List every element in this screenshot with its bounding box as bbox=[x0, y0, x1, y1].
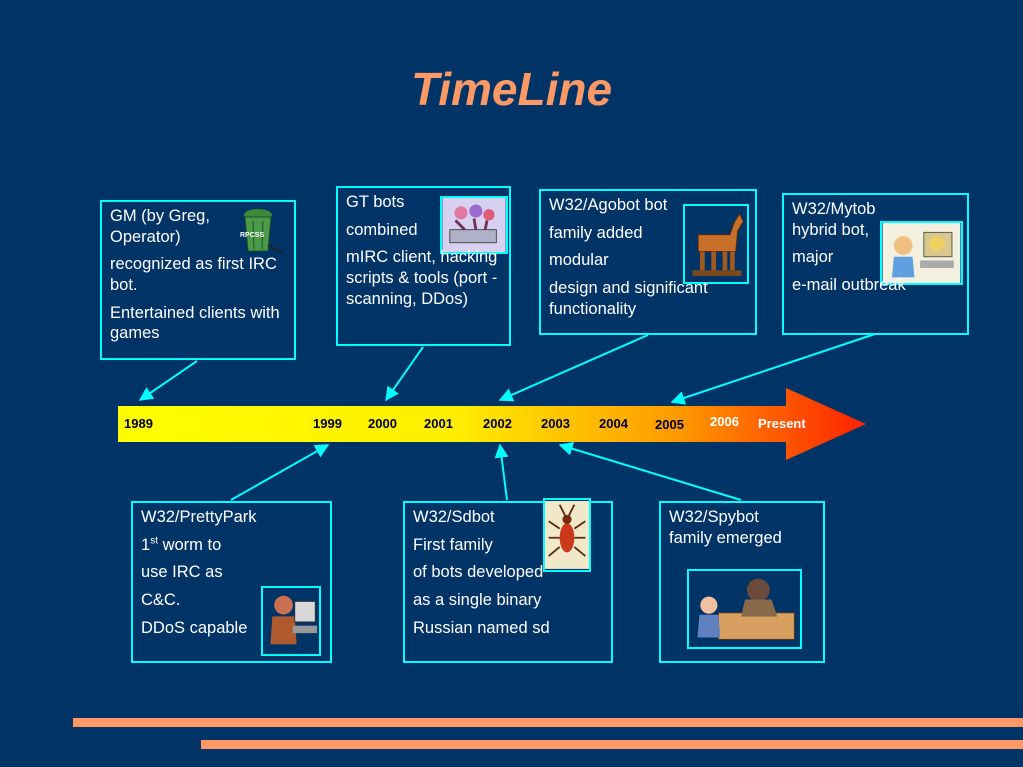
event-box-sdbot: W32/Sdbot First family of bots developed… bbox=[403, 501, 613, 663]
year-2004: 2004 bbox=[599, 416, 628, 431]
slide-title: TimeLine bbox=[410, 63, 613, 115]
trojan-horse-icon bbox=[683, 204, 749, 284]
event-text: W32/Mytob bbox=[792, 200, 876, 218]
event-box-agobot: W32/Agobot bot family added modular desi… bbox=[539, 189, 757, 335]
event-box-prettypark: W32/PrettyPark 1st worm to use IRC as C&… bbox=[131, 501, 332, 663]
event-text: W32/Sdbot bbox=[413, 508, 495, 526]
year-2002: 2002 bbox=[483, 416, 512, 431]
event-text: as a single binary bbox=[413, 590, 542, 609]
year-2005: 2005 bbox=[655, 417, 684, 432]
trash-can-icon bbox=[238, 205, 284, 255]
event-text: Russian named sd bbox=[413, 618, 550, 637]
timeline-arrow bbox=[118, 388, 866, 460]
event-text: 1st worm to bbox=[141, 535, 322, 556]
icon-label: RPCSS bbox=[240, 232, 265, 239]
event-box-gm: GM (by Greg, Operator) recognized as fir… bbox=[100, 200, 296, 360]
event-text: Operator) bbox=[110, 227, 181, 246]
event-text: C&C. bbox=[141, 590, 181, 609]
year-2003: 2003 bbox=[541, 416, 570, 431]
year-present: Present bbox=[758, 416, 806, 431]
monsters-at-computer-icon bbox=[440, 196, 508, 254]
decor-stripe-top bbox=[73, 718, 1023, 727]
year-2001: 2001 bbox=[424, 416, 453, 431]
event-box-mytob: W32/Mytob hybrid bot, major e-mail outbr… bbox=[782, 193, 969, 335]
spy-at-desk-icon bbox=[687, 569, 802, 649]
event-text: GM (by Greg, bbox=[110, 207, 210, 225]
angry-computer-user-icon bbox=[880, 221, 963, 285]
event-text: e-mail outbreak bbox=[792, 275, 906, 294]
event-text: W32/Spybot bbox=[669, 508, 759, 526]
event-text: DDoS capable bbox=[141, 618, 248, 637]
event-text: Entertained clients with games bbox=[110, 303, 280, 343]
event-text: mIRC client, hacking scripts & tools (po… bbox=[346, 248, 498, 308]
event-text: major bbox=[792, 248, 834, 267]
event-box-gt-bots: GT bots combined mIRC client, hacking sc… bbox=[336, 186, 511, 346]
year-1989: 1989 bbox=[124, 416, 153, 431]
event-text: First family bbox=[413, 535, 493, 554]
event-text: of bots developed bbox=[413, 563, 544, 582]
year-2000: 2000 bbox=[368, 416, 397, 431]
event-text: recognized as first IRC bot. bbox=[110, 255, 277, 294]
event-text: W32/Agobot bot bbox=[549, 196, 668, 214]
event-text: modular bbox=[549, 251, 609, 270]
hacker-at-computer-icon bbox=[261, 586, 321, 656]
event-text: worm to bbox=[162, 535, 222, 554]
decor-stripe-bottom bbox=[201, 740, 1023, 749]
event-text: design and significant functionality bbox=[549, 278, 708, 318]
event-text: family emerged bbox=[669, 528, 782, 547]
event-text: use IRC as bbox=[141, 563, 223, 582]
year-2006: 2006 bbox=[710, 414, 739, 429]
ordinal-number: 1 bbox=[141, 535, 151, 554]
ordinal-suffix: st bbox=[150, 535, 158, 547]
event-box-spybot: W32/Spybot family emerged bbox=[659, 501, 825, 663]
event-text: W32/PrettyPark bbox=[141, 508, 257, 526]
year-1999: 1999 bbox=[313, 416, 342, 431]
bug-icon bbox=[543, 498, 591, 572]
event-text: GT bots bbox=[346, 193, 405, 211]
event-text: family added bbox=[549, 223, 643, 242]
event-text: hybrid bot, bbox=[792, 220, 870, 239]
event-text: combined bbox=[346, 220, 418, 239]
